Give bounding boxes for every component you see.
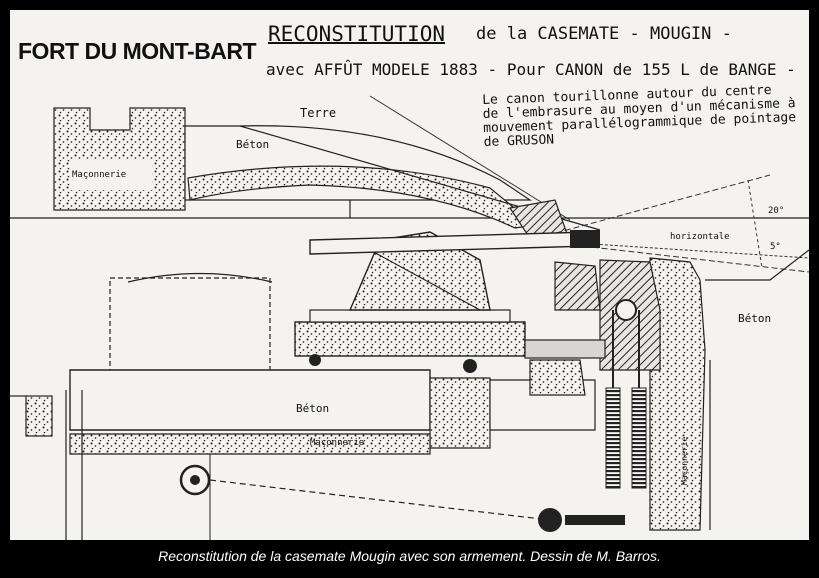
transmission-line bbox=[209, 479, 551, 521]
label-maconnerie-right: Maçonnerie bbox=[680, 436, 689, 485]
label-maconnerie-left: Maçonnerie bbox=[72, 170, 127, 180]
breech-slide bbox=[524, 339, 606, 359]
label-horizontale: horizontale bbox=[670, 232, 730, 242]
angle-arc bbox=[747, 179, 763, 269]
carriage-wheel-2 bbox=[463, 359, 477, 373]
gun-barrel bbox=[309, 231, 593, 255]
label-beton-top: Béton bbox=[236, 138, 270, 151]
label-beton-right: Béton bbox=[738, 312, 772, 325]
carriage-strut bbox=[369, 249, 481, 311]
pivot-wheel bbox=[615, 299, 637, 321]
leader-line bbox=[369, 95, 571, 221]
spring-left bbox=[605, 387, 621, 489]
mechanism-note: Le canon tourillonne autour du centre de… bbox=[482, 83, 797, 150]
label-angle-up: 20° bbox=[768, 206, 785, 216]
gun-model-subtitle: avec AFFÛT MODELE 1883 - Pour CANON de 1… bbox=[266, 60, 796, 79]
label-beton-bottom: Béton bbox=[296, 402, 330, 415]
carriage-platform bbox=[294, 321, 526, 357]
vault-band bbox=[187, 165, 537, 229]
beton-lower bbox=[69, 369, 431, 431]
drawing-frame: FORT DU MONT-BART RECONSTITUTION de la C… bbox=[10, 10, 809, 540]
masonry-bottom-band bbox=[69, 433, 431, 455]
elevation-line bbox=[529, 174, 771, 241]
carriage-wheel-1 bbox=[309, 354, 321, 366]
casemate-diagram bbox=[10, 95, 809, 540]
carriage-rail bbox=[309, 309, 511, 323]
figure-caption: Reconstitution de la casemate Mougin ave… bbox=[158, 548, 661, 564]
left-pillar bbox=[25, 395, 53, 437]
casemate-title: de la CASEMATE - MOUGIN - bbox=[476, 24, 732, 44]
label-angle-down: 5° bbox=[770, 242, 781, 252]
counterweight-block bbox=[529, 359, 586, 396]
drive-shaft bbox=[565, 515, 625, 525]
niche-arch bbox=[127, 272, 273, 283]
reconstitution-title: RECONSTITUTION bbox=[268, 22, 446, 46]
label-terre: Terre bbox=[300, 106, 337, 120]
spring-right bbox=[631, 387, 647, 489]
front-wall bbox=[649, 257, 706, 531]
left-masonry-window bbox=[70, 160, 152, 190]
fort-name-title: FORT DU MONT-BART bbox=[18, 38, 257, 64]
beton-right-outline bbox=[705, 249, 809, 281]
barrel-muzzle bbox=[570, 230, 600, 248]
lower-support bbox=[429, 377, 491, 449]
gear-wheel bbox=[538, 508, 562, 532]
left-masonry-block bbox=[53, 107, 186, 211]
label-maconnerie-bottom: Maçonnerie bbox=[310, 438, 365, 448]
embrasure-armour bbox=[554, 261, 601, 311]
